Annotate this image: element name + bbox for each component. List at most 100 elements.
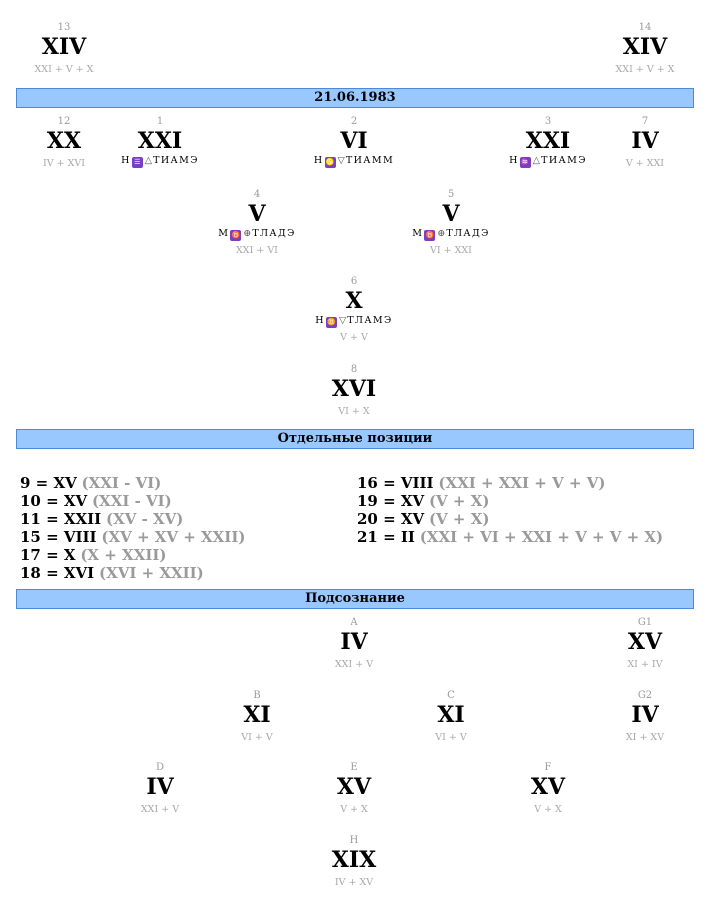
cell-value: VI xyxy=(340,128,368,154)
cell-code: М♉⊕ТЛАДЭ xyxy=(218,228,296,241)
cell-number: A xyxy=(350,617,358,628)
cell-G2: G2 IV XI + XV xyxy=(585,690,705,744)
cell-F: F XV V + X xyxy=(488,762,608,816)
cell-formula: V + X xyxy=(340,804,368,815)
cancer-sign-icon: ♋ xyxy=(324,157,336,168)
cell-G1: G1 XV XI + IV xyxy=(585,617,705,671)
position-item: 9 = XV (XXI - VI) xyxy=(20,474,162,492)
cell-value: XV xyxy=(336,774,372,800)
cell-formula: IV + XVI xyxy=(43,158,85,169)
cell-number: 1 xyxy=(156,116,164,127)
cell-code: Н☰△ТИАМЭ xyxy=(121,155,199,168)
cell-value: XX xyxy=(46,128,82,154)
cell-value: XI xyxy=(243,702,271,728)
cell-code: М♉⊕ТЛАДЭ xyxy=(412,228,490,241)
cell-6: 6 X Н♊▽ТЛАМЭ V + V xyxy=(294,276,414,344)
cell-number: 6 xyxy=(350,276,358,287)
aquarius-sign-icon: ♒ xyxy=(519,157,531,168)
cell-4: 4 V М♉⊕ТЛАДЭ XXI + VI xyxy=(197,189,317,257)
taurus-sign-icon: ♉ xyxy=(230,230,242,241)
position-item: 11 = XXII (XV - XV) xyxy=(20,510,184,528)
position-item: 16 = VIII (XXI + XXI + V + V) xyxy=(357,474,606,492)
cell-14: 14 XIV XXI + V + X xyxy=(585,22,705,76)
position-item: 10 = XV (XXI - VI) xyxy=(20,492,172,510)
cell-value: IV xyxy=(146,774,174,800)
position-item: 17 = X (X + XXII) xyxy=(20,546,167,564)
cell-number: F xyxy=(544,762,552,773)
cell-number: D xyxy=(155,762,165,773)
cell-5: 5 V М♉⊕ТЛАДЭ VI + XXI xyxy=(391,189,511,257)
cell-formula: IV + XV xyxy=(334,877,374,888)
date-header: 21.06.1983 xyxy=(16,88,694,108)
cell-formula: XXI + V + X xyxy=(615,64,675,75)
cell-formula: XI + XV xyxy=(625,732,665,743)
cell-B: B XI VI + V xyxy=(197,690,317,744)
cell-D: D IV XXI + V xyxy=(100,762,220,816)
cell-value: V xyxy=(248,201,266,227)
earth-symbol-icon: ⊕ xyxy=(243,228,252,239)
cell-7: 7 IV V + XXI xyxy=(585,116,705,170)
cell-number: 7 xyxy=(641,116,649,127)
cell-1: 1 XXI Н☰△ТИАМЭ xyxy=(100,116,220,168)
cell-number: C xyxy=(447,690,455,701)
cell-C: C XI VI + V xyxy=(391,690,511,744)
cell-3: 3 XXI Н♒△ТИАМЭ xyxy=(488,116,608,168)
cell-2: 2 VI Н♋▽ТИАММ xyxy=(294,116,414,168)
cell-number: B xyxy=(253,690,261,701)
cell-value: XI xyxy=(437,702,465,728)
cell-formula: V + X xyxy=(534,804,562,815)
cell-value: XIV xyxy=(41,34,87,60)
cell-value: XXI xyxy=(137,128,183,154)
cell-code: Н♊▽ТЛАМЭ xyxy=(315,315,393,328)
cell-number: H xyxy=(349,835,359,846)
cell-number: 14 xyxy=(638,22,652,33)
cell-number: 13 xyxy=(57,22,71,33)
cell-value: XV xyxy=(627,629,663,655)
position-item: 20 = XV (V + X) xyxy=(357,510,490,528)
cell-code: Н♋▽ТИАММ xyxy=(313,155,395,168)
cell-formula: V + V xyxy=(340,332,368,343)
cell-formula: XXI + VI xyxy=(236,245,278,256)
cell-number: 3 xyxy=(544,116,552,127)
cell-E: E XV V + X xyxy=(294,762,414,816)
gemini-sign-icon: ♊ xyxy=(325,317,337,328)
cell-formula: VI + XXI xyxy=(430,245,472,256)
cell-formula: XI + IV xyxy=(627,659,663,670)
cell-number: 5 xyxy=(447,189,455,200)
cell-value: XXI xyxy=(525,128,571,154)
cell-value: IV xyxy=(631,702,659,728)
taurus-sign-icon: ♉ xyxy=(424,230,436,241)
cell-12: 12 XX IV + XVI xyxy=(4,116,124,170)
trigram-icon: ☰ xyxy=(131,157,143,168)
separate-positions-header: Отдельные позиции xyxy=(16,429,694,449)
cell-value: XV xyxy=(530,774,566,800)
cell-8: 8 XVI VI + X xyxy=(294,364,414,418)
triangle-down-icon: ▽ xyxy=(338,315,347,326)
cell-value: XIV xyxy=(622,34,668,60)
cell-value: V xyxy=(442,201,460,227)
position-item: 21 = II (XXI + VI + XXI + V + V + X) xyxy=(357,528,664,546)
cell-formula: XXI + V xyxy=(334,659,374,670)
cell-value: XVI xyxy=(331,376,377,402)
cell-value: XIX xyxy=(331,847,377,873)
cell-A: A IV XXI + V xyxy=(294,617,414,671)
position-item: 15 = VIII (XV + XV + XXII) xyxy=(20,528,246,546)
position-item: 19 = XV (V + X) xyxy=(357,492,490,510)
cell-number: 12 xyxy=(57,116,71,127)
cell-value: IV xyxy=(631,128,659,154)
triangle-down-icon: ▽ xyxy=(337,155,345,166)
cell-number: 8 xyxy=(350,364,358,375)
cell-number: G1 xyxy=(637,617,653,628)
cell-13: 13 XIV XXI + V + X xyxy=(4,22,124,76)
cell-number: G2 xyxy=(637,690,653,701)
cell-value: IV xyxy=(340,629,368,655)
cell-number: 4 xyxy=(253,189,261,200)
cell-formula: XXI + V + X xyxy=(34,64,94,75)
cell-code: Н♒△ТИАМЭ xyxy=(509,155,587,168)
position-item: 18 = XVI (XVI + XXII) xyxy=(20,564,204,582)
cell-H: H XIX IV + XV xyxy=(294,835,414,889)
earth-symbol-icon: ⊕ xyxy=(437,228,446,239)
cell-formula: VI + V xyxy=(435,732,467,743)
cell-value: X xyxy=(345,288,363,314)
cell-formula: V + XXI xyxy=(625,158,665,169)
